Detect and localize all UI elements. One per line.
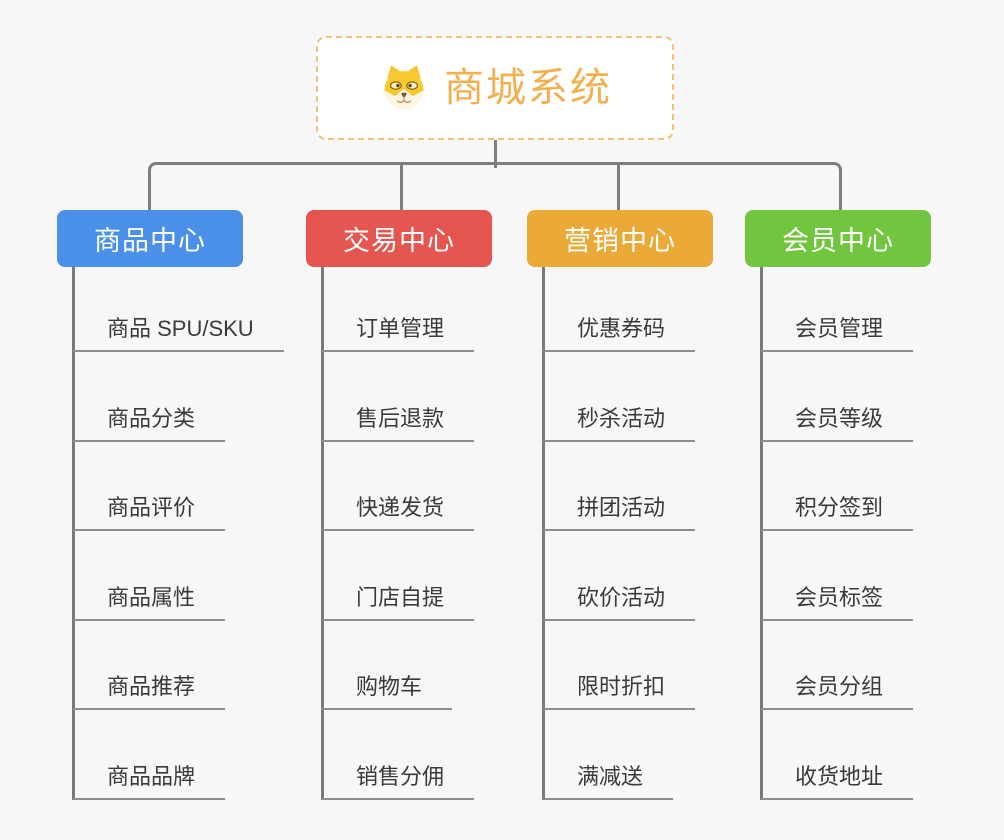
leaf-node[interactable]: 收货地址: [761, 762, 914, 800]
branch-node-product-center[interactable]: 商品中心: [57, 210, 243, 267]
connector-drop-trade: [400, 162, 403, 210]
leaf-node[interactable]: 会员管理: [761, 314, 914, 352]
dog-face-icon: [384, 65, 424, 110]
leaf-node[interactable]: 快递发货: [322, 493, 475, 531]
connector-branch-frame: [148, 162, 842, 210]
leaf-node[interactable]: 限时折扣: [543, 672, 696, 710]
branch-trunk-line: [760, 267, 763, 800]
leaf-node[interactable]: 会员等级: [761, 404, 914, 442]
leaf-node[interactable]: 订单管理: [322, 314, 475, 352]
leaf-node[interactable]: 优惠券码: [543, 314, 696, 352]
branch-product-center: 商品中心 商品 SPU/SKU 商品分类 商品评价 商品属性 商品推荐 商品品牌: [57, 210, 307, 820]
leaf-node[interactable]: 商品评价: [73, 493, 226, 531]
root-node[interactable]: 商城系统: [316, 36, 674, 140]
leaf-node[interactable]: 商品分类: [73, 404, 226, 442]
leaf-node[interactable]: 商品 SPU/SKU: [73, 314, 284, 352]
branch-node-marketing-center[interactable]: 营销中心: [527, 210, 713, 267]
branch-marketing-center: 营销中心 优惠券码 秒杀活动 拼团活动 砍价活动 限时折扣 满减送: [527, 210, 777, 820]
leaf-node[interactable]: 会员标签: [761, 583, 914, 621]
leaf-node[interactable]: 拼团活动: [543, 493, 696, 531]
branch-trunk-line: [72, 267, 75, 800]
branch-trunk-line: [321, 267, 324, 800]
branch-node-member-center[interactable]: 会员中心: [745, 210, 931, 267]
leaf-node[interactable]: 会员分组: [761, 672, 914, 710]
leaf-node[interactable]: 售后退款: [322, 404, 475, 442]
connector-drop-marketing: [617, 162, 620, 210]
leaf-node[interactable]: 砍价活动: [543, 583, 696, 621]
branch-trade-center: 交易中心 订单管理 售后退款 快递发货 门店自提 购物车 销售分佣: [306, 210, 556, 820]
leaf-node[interactable]: 销售分佣: [322, 762, 475, 800]
branch-node-trade-center[interactable]: 交易中心: [306, 210, 492, 267]
connector-root-drop: [494, 140, 497, 168]
leaf-node[interactable]: 商品品牌: [73, 762, 226, 800]
leaf-node[interactable]: 商品属性: [73, 583, 226, 621]
leaf-node[interactable]: 秒杀活动: [543, 404, 696, 442]
root-node-label: 商城系统: [444, 66, 612, 110]
leaf-node[interactable]: 积分签到: [761, 493, 914, 531]
leaf-node[interactable]: 购物车: [322, 672, 453, 710]
leaf-node[interactable]: 商品推荐: [73, 672, 226, 710]
leaf-node[interactable]: 门店自提: [322, 583, 475, 621]
branch-member-center: 会员中心 会员管理 会员等级 积分签到 会员标签 会员分组 收货地址: [745, 210, 995, 820]
branch-trunk-line: [542, 267, 545, 800]
leaf-node[interactable]: 满减送: [543, 762, 674, 800]
